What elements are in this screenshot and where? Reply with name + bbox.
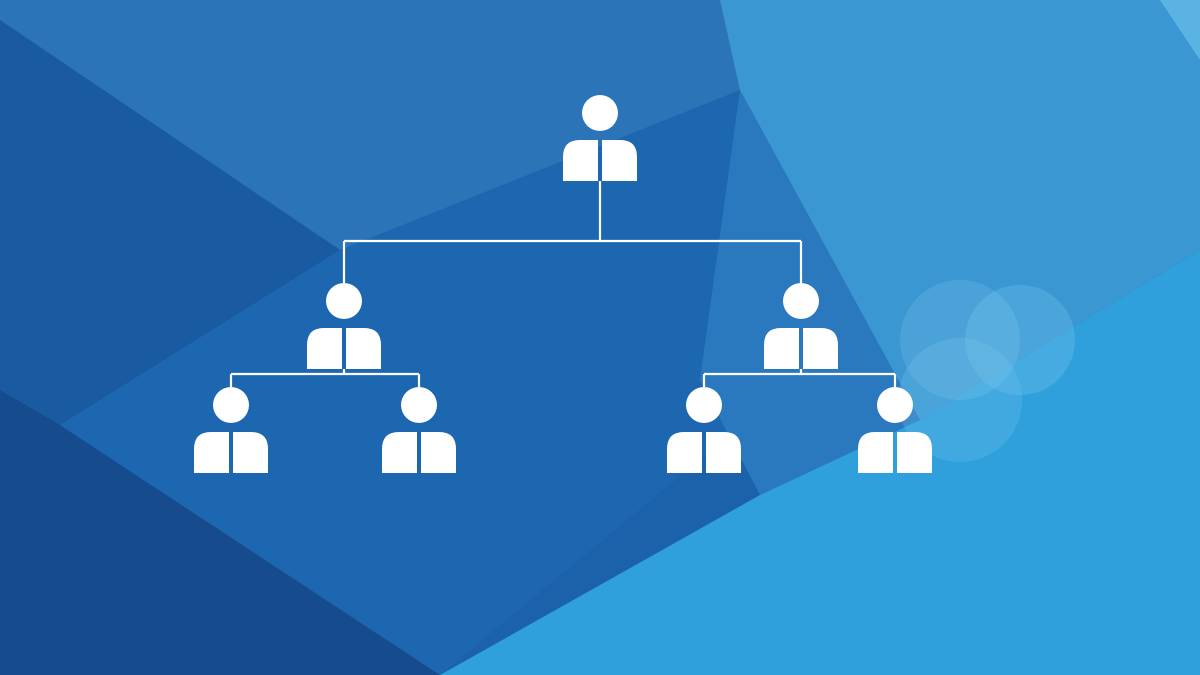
person-body-left <box>382 432 417 473</box>
person-body-right <box>897 432 932 473</box>
person-body-left <box>764 328 799 369</box>
person-head <box>783 283 819 319</box>
person-icon <box>382 387 456 473</box>
person-head <box>582 95 618 131</box>
person-body-right <box>706 432 741 473</box>
person-icon <box>563 95 637 181</box>
person-head <box>213 387 249 423</box>
person-icon <box>307 283 381 369</box>
person-body-left <box>194 432 229 473</box>
node-layer <box>194 95 932 473</box>
person-body-left <box>858 432 893 473</box>
person-head <box>686 387 722 423</box>
background-facet-top <box>0 0 900 250</box>
background-facet-top-right <box>720 0 1200 420</box>
person-body-left <box>563 140 598 181</box>
person-body-right <box>421 432 456 473</box>
person-icon <box>764 283 838 369</box>
background-facet-left <box>0 20 340 425</box>
connector-layer <box>229 181 897 387</box>
background-facet-center <box>60 90 760 675</box>
person-body-left <box>667 432 702 473</box>
background-facet-bottom-right <box>440 250 1200 675</box>
person-head <box>877 387 913 423</box>
background-facet-corner <box>1160 0 1200 60</box>
person-body-right <box>803 328 838 369</box>
background-bubble-1 <box>965 285 1075 395</box>
person-head <box>401 387 437 423</box>
person-head <box>326 283 362 319</box>
background-bubble-3 <box>900 280 1020 400</box>
person-icon <box>194 387 268 473</box>
person-body-right <box>602 140 637 181</box>
person-icon <box>858 387 932 473</box>
person-body-right <box>233 432 268 473</box>
person-icon <box>667 387 741 473</box>
person-body-left <box>307 328 342 369</box>
background-bubble-2 <box>898 338 1022 462</box>
background-facet-bottom-left <box>0 390 440 675</box>
person-body-right <box>346 328 381 369</box>
